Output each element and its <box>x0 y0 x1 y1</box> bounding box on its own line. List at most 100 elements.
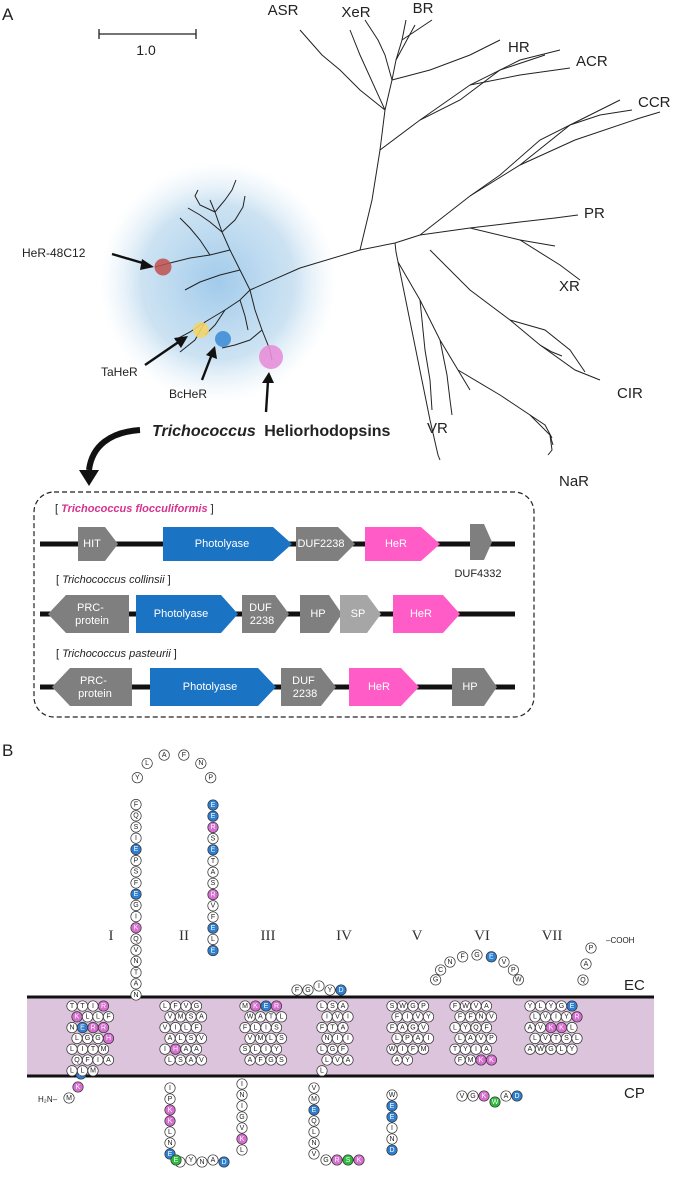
residue <box>430 974 442 986</box>
residue-letter: Y <box>549 1003 554 1010</box>
residue-letter: L <box>70 1068 74 1075</box>
residue-letter: N <box>311 1140 316 1147</box>
gene-duf2238-3-label: DUF 2238 <box>292 675 318 700</box>
residue-letter: L <box>575 1035 579 1042</box>
residue-letter: I <box>326 1014 328 1021</box>
gene-photolyase-3-label: Photolyase <box>183 681 237 693</box>
residue-letter: E <box>211 813 216 820</box>
residue <box>63 1092 75 1104</box>
residue <box>97 1000 110 1012</box>
residue-letter: A <box>248 1057 253 1064</box>
residue-letter: F <box>458 1014 462 1021</box>
residue-letter: E <box>211 925 216 932</box>
residue <box>512 974 524 986</box>
residue <box>236 1089 248 1101</box>
residue-letter: D <box>221 1159 226 1166</box>
gene-photolyase-3 <box>150 668 276 706</box>
residue <box>335 984 347 996</box>
residue-letter: S <box>243 1046 248 1053</box>
residue <box>291 984 303 996</box>
residue <box>456 1090 468 1102</box>
residue-letter: E <box>390 1114 395 1121</box>
residue <box>102 1054 115 1066</box>
residue-letter: E <box>134 891 139 898</box>
residue-letter: D <box>338 987 343 994</box>
residue-letter: R <box>101 1024 106 1031</box>
residue <box>207 945 219 957</box>
residue-letter: V <box>538 1024 543 1031</box>
residue <box>386 1144 398 1156</box>
residue-letter: L <box>75 1035 79 1042</box>
residue-letter: S <box>178 1057 183 1064</box>
residue <box>275 1011 288 1023</box>
residue-letter: L <box>453 1024 457 1031</box>
residue-letter: F <box>411 1046 415 1053</box>
residue-letter: W <box>399 1003 406 1010</box>
n-terminus-label: H₂N– <box>38 1095 58 1104</box>
residue-letter: A <box>504 1093 509 1100</box>
residue <box>190 1022 203 1034</box>
residue-letter: S <box>211 835 216 842</box>
residue-letter: P <box>168 1096 173 1103</box>
residue <box>302 984 314 996</box>
residue-letter: S <box>346 1157 351 1164</box>
residue <box>164 1093 176 1105</box>
residue <box>353 1154 365 1166</box>
residue-letter: I <box>169 1085 171 1092</box>
residue <box>130 922 142 934</box>
gene-duf2238-3 <box>281 668 336 706</box>
panel-a: A 1.0 <box>2 0 671 718</box>
residue-letter: V <box>312 1085 317 1092</box>
residue <box>130 855 142 867</box>
residue <box>337 1043 349 1055</box>
residue <box>164 1115 176 1127</box>
residue <box>207 933 219 945</box>
residue <box>236 1144 248 1156</box>
residue-letter: V <box>240 1125 245 1132</box>
residue <box>72 1081 84 1093</box>
residue-letter: F <box>85 1057 89 1064</box>
residue-letter: E <box>489 954 494 961</box>
gene-cluster-2: [Trichococcus collinsii] PRC- protein Ph… <box>40 574 515 633</box>
residue <box>511 1090 523 1102</box>
residue <box>185 1154 197 1166</box>
residue <box>87 1065 99 1077</box>
residue-letter: I <box>175 1024 177 1031</box>
residue-letter: T <box>91 1046 96 1053</box>
trichococcus-title: Trichococcus Heliorhodopsins <box>152 423 391 440</box>
residue-letter: A <box>416 1035 421 1042</box>
residue-letter: L <box>145 760 149 767</box>
residue-letter: F <box>258 1057 262 1064</box>
residue <box>480 1043 493 1055</box>
ec-label: EC <box>624 977 645 994</box>
curved-arrow <box>79 427 141 486</box>
residue-letter: L <box>254 1046 258 1053</box>
residue <box>566 1022 578 1034</box>
helix-labels: I II III IV V VI VII <box>109 928 563 944</box>
residue-letter: A <box>168 1035 173 1042</box>
scale-bar-label: 1.0 <box>136 42 156 58</box>
residue-letter: A <box>346 1057 351 1064</box>
residue <box>207 1154 219 1166</box>
residue <box>218 1156 230 1168</box>
residue-letter: E <box>264 1003 269 1010</box>
residue-letter: L <box>320 1046 324 1053</box>
bcher-marker <box>215 331 231 347</box>
residue-letter: K <box>168 1107 173 1114</box>
gene-photolyase-2-label: Photolyase <box>154 608 208 620</box>
residue-letter: F <box>458 1057 462 1064</box>
residue <box>130 888 142 900</box>
residue-letter: F <box>320 1024 324 1031</box>
residue-letter: A <box>199 1014 204 1021</box>
residue-letter: I <box>347 1014 349 1021</box>
residue-letter: V <box>211 903 216 910</box>
residue <box>585 942 597 954</box>
residue-letter: V <box>543 1014 548 1021</box>
residue <box>467 1090 479 1102</box>
residue-letter: I <box>241 1103 243 1110</box>
residue <box>130 877 142 889</box>
residue-letter: E <box>211 947 216 954</box>
residue <box>275 1054 288 1066</box>
residue-letter: E <box>570 1003 575 1010</box>
residue <box>97 1043 110 1055</box>
